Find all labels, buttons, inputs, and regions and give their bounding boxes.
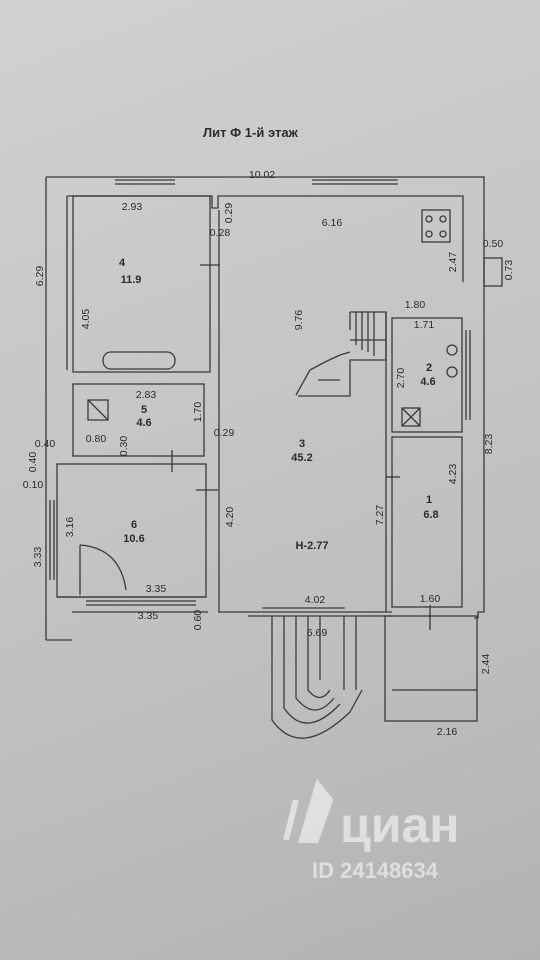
cian-logo-icon — [283, 778, 334, 843]
dim-label: 2.47 — [447, 252, 459, 273]
dim-label: 2.83 — [136, 389, 157, 401]
dim-label: 2.16 — [437, 726, 458, 738]
dim-label: 0.60 — [192, 610, 204, 631]
dim-label: 2.44 — [480, 654, 492, 675]
dim-label: 0.29 — [223, 203, 235, 224]
room-2-number: 2 — [426, 362, 432, 374]
dim-label: 3.35 — [146, 583, 167, 595]
dim-label: 2.70 — [395, 368, 407, 389]
walls — [45, 176, 503, 739]
room-labels: 4 11.9 5 4.6 6 10.6 3 45.2 Н-2.77 2 4.6 … — [119, 257, 439, 552]
height-label: Н-2.77 — [295, 540, 328, 552]
dim-label: 0.40 — [27, 452, 39, 473]
dim-label: 1.80 — [405, 299, 426, 311]
dim-label: 3.33 — [32, 547, 44, 568]
dim-label: 9.76 — [293, 310, 305, 331]
room-2-area: 4.6 — [420, 376, 435, 388]
dim-label: 1.70 — [192, 402, 204, 423]
room-6-area: 10.6 — [123, 533, 144, 545]
dim-label: 2.93 — [122, 201, 143, 213]
room-1-number: 1 — [426, 494, 432, 506]
room-3-number: 3 — [299, 438, 305, 450]
dim-label: 0.30 — [118, 436, 130, 457]
room-4-number: 4 — [119, 257, 126, 269]
plan-title: Лит Ф 1-й этаж — [203, 125, 299, 140]
room-4-area: 11.9 — [121, 274, 142, 286]
dim-label: 0.50 — [483, 238, 504, 250]
dim-label: 0.40 — [35, 438, 56, 450]
dim-label: 6.16 — [322, 217, 343, 229]
dim-label: 1.71 — [414, 319, 435, 331]
dim-label: 4.05 — [80, 309, 92, 330]
dim-label: 1.60 — [420, 593, 441, 605]
watermark: циан ID 24148634 — [283, 778, 459, 883]
room-5-area: 4.6 — [136, 417, 151, 429]
dim-label: 0.73 — [503, 260, 515, 281]
room-5-number: 5 — [141, 404, 147, 416]
dim-label: 0.28 — [210, 227, 231, 239]
dim-label: 4.20 — [224, 507, 236, 528]
dim-label: 10.02 — [249, 169, 275, 181]
watermark-brand: циан — [340, 797, 459, 853]
dim-label: 6.69 — [307, 627, 328, 639]
dim-label: 3.16 — [64, 517, 76, 538]
dim-label: 3.35 — [138, 610, 159, 622]
watermark-id: ID 24148634 — [312, 858, 439, 883]
dim-label: 6.29 — [34, 266, 46, 287]
dim-label: 4.02 — [305, 594, 326, 606]
room-1-area: 6.8 — [423, 509, 438, 521]
dim-label: 0.80 — [86, 433, 107, 445]
dim-label: 0.10 — [23, 479, 44, 491]
dimension-labels: 10.02 2.93 0.29 0.28 6.16 6.29 0.50 0.73… — [23, 169, 515, 738]
dim-label: 7.27 — [374, 505, 386, 526]
dim-label: 0.29 — [214, 427, 235, 439]
dim-label: 8.23 — [483, 434, 495, 455]
room-6-number: 6 — [131, 519, 137, 531]
dim-label: 4.23 — [447, 464, 459, 485]
room-3-area: 45.2 — [291, 452, 312, 464]
